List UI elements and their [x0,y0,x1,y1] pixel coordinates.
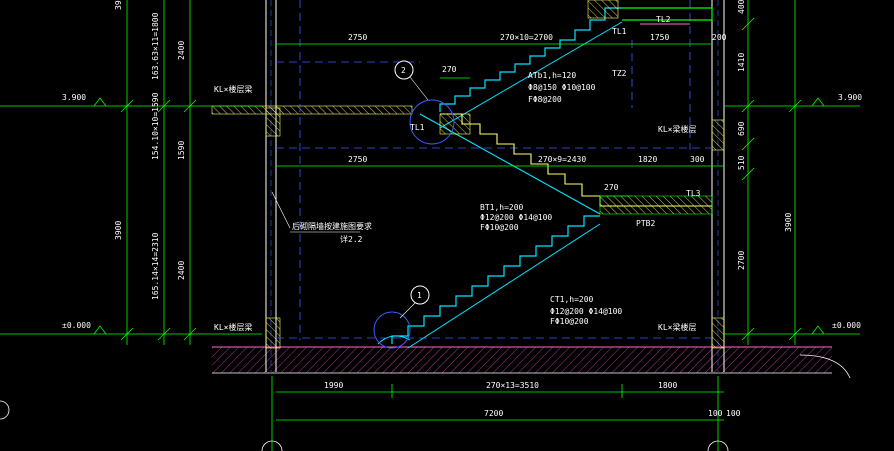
left-upper-2400: 2400 [177,41,186,60]
label-detail: 详2.2 [340,234,363,244]
mid-floor-slab [211,105,413,115]
right-510: 510 [737,155,746,170]
label-kl-right-upper: KL×梁楼层 [658,124,696,134]
label-kl-left-lower: KL×楼层梁 [214,322,252,332]
bottom-1990: 1990 [324,381,343,390]
axis-bubbles [0,400,729,451]
left-lower-run: 165.14×14=2310 [151,232,160,300]
label-at-rebar1: Φ8@150 Φ10@100 [528,83,596,92]
top-1750: 1750 [650,33,669,42]
ground-stair-base [377,335,411,345]
right-dimension-lines [724,0,860,345]
label-bt-rebar2: FΦ10@200 [480,223,519,232]
label-ptb2: PTB2 [636,219,655,228]
ground-slab [212,346,851,379]
mid-run: 270×9=2430 [538,155,586,164]
right-level-bottom: ±0.000 [832,321,861,330]
detail-circles [373,60,455,349]
mid-300: 300 [690,155,705,164]
right-690: 690 [737,121,746,136]
left-mid-1590: 1590 [177,141,186,160]
mid-270-top: 270 [442,65,457,74]
label-ct-rebar2: FΦ10@200 [550,317,589,326]
right-400: 400 [737,0,746,14]
right-level-mid: 3.900 [838,93,862,102]
horizontal-dimension-lines [271,43,724,451]
bottom-total: 7200 [484,409,503,418]
mark-1: 1 [417,291,422,300]
label-note: 后砌隔墙按建施图要求 [292,221,372,231]
left-mid-run: 154.10×10=1590 [151,92,160,160]
label-at-rebar2: FΦ8@200 [528,95,562,104]
right-2700: 2700 [737,251,746,270]
middle-flight [419,113,713,215]
bottom-1800: 1800 [658,381,677,390]
right-1410: 1410 [737,53,746,72]
label-kl-left-upper: KL×楼层梁 [214,84,252,94]
bottom-100a: 100 [708,409,723,418]
hidden-lines [276,0,712,340]
label-ct-rebar1: Φ12@200 Φ14@100 [550,307,622,316]
label-tl1-mid: TL1 [410,123,425,132]
left-total: 3900 [114,221,123,240]
bottom-run: 270×13=3510 [486,381,539,390]
label-bt-rebar1: Φ12@200 Φ14@100 [480,213,552,222]
label-tz2: TZ2 [612,69,627,78]
top-2750: 2750 [348,33,367,42]
label-tl3: TL3 [686,189,701,198]
left-upper-run: 163.63×11=1800 [151,12,160,80]
bottom-100b: 100 [726,409,741,418]
label-tl2: TL2 [656,15,671,24]
right-total: 3900 [784,213,793,232]
mid-270-bottom: 270 [604,183,619,192]
label-ct: CT1,h=200 [550,295,594,304]
label-kl-right-lower: KL×梁楼层 [658,322,696,332]
left-dimension-lines [0,0,262,345]
left-lower-2400: 2400 [177,261,186,280]
left-top-level: 3900 [114,0,123,10]
mid-1820: 1820 [638,155,657,164]
mid-2750: 2750 [348,155,367,164]
top-200: 200 [712,33,727,42]
label-bt: BT1,h=200 [480,203,524,212]
label-at: ATb1,h=120 [528,71,576,80]
mark-2: 2 [401,66,406,75]
label-tl1-top: TL1 [612,27,627,36]
left-level-mid: 3.900 [62,93,86,102]
upper-flight [439,0,713,129]
top-run: 270×10=2700 [500,33,553,42]
left-level-bottom: ±0.000 [62,321,91,330]
left-wall [265,0,281,372]
lower-flight [391,215,601,349]
note-leader [271,191,291,229]
right-wall [711,0,725,372]
